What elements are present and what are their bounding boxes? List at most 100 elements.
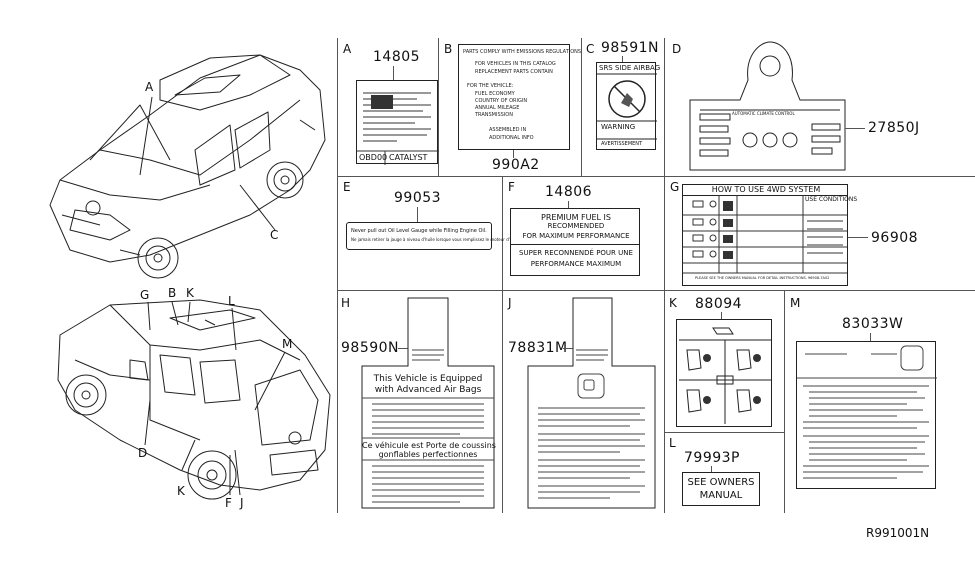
grid-line bbox=[664, 432, 784, 433]
panel-g-part-number: 96908 bbox=[871, 230, 919, 246]
label-l-line: MANUAL bbox=[699, 490, 743, 501]
panel-k-letter: K bbox=[669, 296, 677, 310]
leader-line bbox=[398, 348, 408, 349]
divider bbox=[511, 244, 639, 245]
grid-line bbox=[664, 38, 665, 513]
leader-line bbox=[622, 56, 623, 62]
label-m-fuel-filler bbox=[796, 341, 937, 489]
panel-a-letter: A bbox=[343, 42, 352, 56]
callout-k-top: K bbox=[186, 286, 194, 300]
callout-d: D bbox=[138, 446, 148, 460]
label-h-title: with Advanced Air Bags bbox=[374, 385, 482, 395]
seat-icon bbox=[736, 349, 752, 371]
label-g-col-right: USE CONDITIONS bbox=[805, 196, 858, 203]
grid-line bbox=[337, 290, 975, 291]
callout-a: A bbox=[145, 80, 154, 94]
fuel-door-icon bbox=[900, 345, 924, 371]
leader-line bbox=[563, 348, 573, 349]
panel-m-part-number: 83033W bbox=[842, 316, 904, 332]
label-g-4wd: HOW TO USE 4WD SYSTEM bbox=[682, 184, 857, 286]
label-c-title: SRS SIDE AIRBAG bbox=[599, 64, 661, 72]
label-e-oil-gauge: Never pull out Oil Level Gauge while Fil… bbox=[346, 222, 521, 250]
leader-line bbox=[870, 333, 871, 341]
panel-b-letter: B bbox=[444, 42, 453, 56]
label-g-title: HOW TO USE 4WD SYSTEM bbox=[711, 185, 821, 194]
panel-d-letter: D bbox=[672, 42, 682, 56]
panel-h-part-number: 98590N bbox=[341, 340, 400, 356]
label-h-title-fr: gonflables perfectionnes bbox=[378, 450, 478, 459]
grid-line bbox=[502, 290, 503, 513]
seat-icon bbox=[686, 349, 702, 371]
leader-line bbox=[848, 237, 868, 238]
label-b-line: COUNTRY OF ORIGIN bbox=[475, 98, 528, 104]
panel-e-part-number: 99053 bbox=[394, 190, 442, 206]
label-b-line: FOR VEHICLES IN THIS CATALOG bbox=[475, 61, 556, 67]
panel-a-part-number: 14805 bbox=[373, 49, 421, 65]
label-f-line: FOR MAXIMUM PERFORMANCE bbox=[522, 232, 630, 240]
label-b-line: FUEL ECONOMY bbox=[475, 91, 515, 97]
label-b-line: TRANSMISSION bbox=[475, 112, 513, 118]
panel-j-letter: J bbox=[508, 296, 512, 310]
leader-line bbox=[568, 201, 569, 208]
callout-b: B bbox=[168, 286, 177, 300]
label-g-footer: PLEASE SEE THE OWNERS MANUAL FOR DETAIL … bbox=[695, 276, 830, 280]
grid-line bbox=[581, 38, 582, 176]
grid-line bbox=[784, 290, 785, 513]
no-child-seat-icon bbox=[608, 80, 646, 118]
fuel-door-icon bbox=[577, 373, 605, 399]
panel-j-part-number: 78831M bbox=[508, 340, 568, 356]
leader-line bbox=[417, 207, 418, 222]
seat-icon bbox=[712, 327, 734, 335]
label-l-owners-manual: SEE OWNERS MANUAL bbox=[682, 472, 760, 506]
vehicle-illustrations bbox=[49, 54, 331, 500]
label-c-warning: WARNING bbox=[601, 123, 636, 131]
label-k-child-seat bbox=[676, 319, 772, 427]
leader-line bbox=[513, 150, 514, 158]
callout-k-bottom: K bbox=[177, 484, 185, 498]
panel-m-letter: M bbox=[790, 296, 801, 310]
panel-k-part-number: 88094 bbox=[695, 296, 743, 312]
label-a-footer-left: OBD00 bbox=[359, 153, 388, 162]
label-f-line-fr: SUPER RECONNENDÉ POUR UNE bbox=[519, 249, 633, 257]
seat-icon bbox=[736, 389, 752, 413]
panel-h-letter: H bbox=[341, 296, 351, 310]
label-e-line2: Ne jamais retirer la jauge à niveau d'hu… bbox=[351, 237, 521, 242]
callout-j: J bbox=[240, 496, 244, 510]
label-h-title-fr: Ce véhicule est Porte de coussins bbox=[362, 441, 496, 450]
panel-f-part-number: 14806 bbox=[545, 184, 593, 200]
label-a-emission: OBD00 CATALYST bbox=[356, 80, 439, 165]
leader-line bbox=[721, 312, 722, 319]
suv-rear-view bbox=[57, 299, 331, 500]
callout-f: F bbox=[225, 496, 232, 510]
callout-g: G bbox=[140, 288, 150, 302]
label-b-line: ANNUAL MILEAGE bbox=[475, 105, 520, 111]
label-b-line: REPLACEMENT PARTS CONTAIN bbox=[475, 69, 553, 75]
panel-b-part-number: 990A2 bbox=[492, 157, 540, 173]
label-f-premium-fuel: PREMIUM FUEL IS RECOMMENDED FOR MAXIMUM … bbox=[510, 208, 640, 276]
label-f-line: PREMIUM FUEL IS bbox=[541, 213, 611, 222]
label-c-footer: AVERTISSEMENT bbox=[601, 141, 643, 147]
label-b-line: ADDITIONAL INFO bbox=[489, 135, 534, 141]
panel-g-letter: G bbox=[670, 180, 680, 194]
panel-c-part-number: 98591N bbox=[601, 40, 660, 56]
label-b-line: PARTS COMPLY WITH EMISSIONS REGULATIONS bbox=[463, 49, 582, 55]
label-c-airbag: SRS SIDE AIRBAG WARNING AVERTISSEMENT bbox=[596, 62, 660, 150]
label-f-line-fr: PERFORMANCE MAXIMUM bbox=[530, 260, 622, 268]
label-b-line: ASSEMBLED IN bbox=[489, 127, 527, 133]
leader-line bbox=[845, 128, 865, 129]
label-f-line: RECOMMENDED bbox=[547, 222, 605, 230]
drawing-number: R991001N bbox=[866, 526, 930, 540]
grid-line bbox=[337, 176, 975, 177]
label-d-header: AUTOMATIC CLIMATE CONTROL bbox=[732, 111, 795, 116]
label-e-line1: Never pull out Oil Level Gauge while Fil… bbox=[351, 228, 487, 234]
label-b-line: FOR THE VEHICLE: bbox=[467, 83, 514, 89]
grid-line bbox=[502, 176, 503, 290]
leader-line bbox=[393, 66, 394, 80]
panel-l-part-number: 79993P bbox=[684, 450, 740, 466]
panel-c-letter: C bbox=[586, 42, 595, 56]
label-h-title: This Vehicle is Equipped bbox=[373, 374, 483, 384]
divider bbox=[683, 195, 847, 196]
suv-front-view bbox=[49, 54, 326, 279]
label-l-line: SEE OWNERS bbox=[687, 477, 755, 488]
